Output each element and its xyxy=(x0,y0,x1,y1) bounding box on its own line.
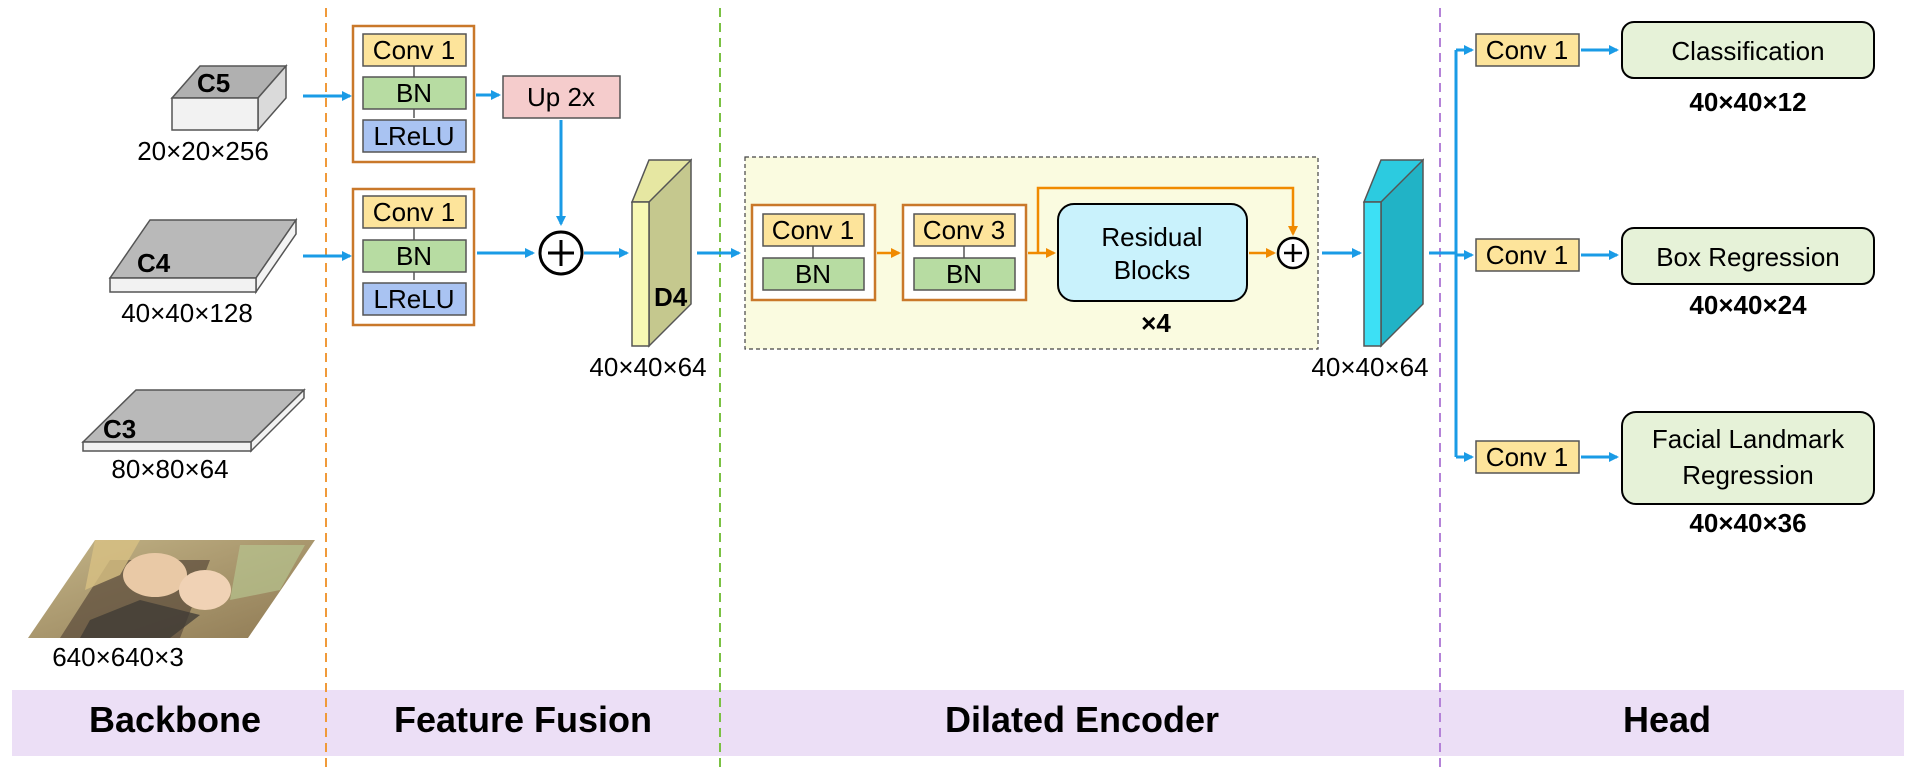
encoder-block-conv3: Conv 3 BN xyxy=(901,203,1028,302)
landmark-label-line1: Facial Landmark xyxy=(1652,424,1845,454)
residual-blocks-box xyxy=(1057,203,1248,302)
bn-box xyxy=(913,257,1016,291)
head-conv1-box-3 xyxy=(1475,440,1580,474)
head-conv1-label-2: Conv 1 xyxy=(1486,240,1568,270)
bn-box xyxy=(762,257,865,291)
landmark-regression-box xyxy=(1621,411,1875,505)
conv1-box xyxy=(362,33,467,67)
skip-connection xyxy=(1036,186,1298,253)
conv1-label: Conv 1 xyxy=(772,215,854,245)
conv3-box xyxy=(913,213,1016,247)
c4-label: C4 xyxy=(137,248,171,278)
section-label-feature-fusion: Feature Fusion xyxy=(394,699,652,740)
bn-box xyxy=(362,239,467,273)
residual-add-icon xyxy=(1276,236,1310,270)
box-regression-dims: 40×40×24 xyxy=(1689,290,1807,320)
residual-label-line2: Blocks xyxy=(1114,255,1191,285)
section-band xyxy=(12,690,1904,756)
section-label-head: Head xyxy=(1623,699,1711,740)
residual-label-line1: Residual xyxy=(1101,222,1202,252)
c3-label: C3 xyxy=(103,414,136,444)
encoder-block-conv1: Conv 1 BN xyxy=(750,203,877,302)
lrelu-label: LReLU xyxy=(374,284,455,314)
head-conv1-label-1: Conv 1 xyxy=(1486,35,1568,65)
input-photo xyxy=(28,540,315,638)
lrelu-box xyxy=(362,282,467,316)
d4-label: D4 xyxy=(654,282,688,312)
classification-label: Classification xyxy=(1671,36,1824,66)
bn-label: BN xyxy=(396,241,432,271)
landmark-dims: 40×40×36 xyxy=(1689,508,1806,538)
conv3-label: Conv 3 xyxy=(923,215,1005,245)
head-conv1-label-3: Conv 1 xyxy=(1486,442,1568,472)
upsample-box xyxy=(502,75,621,119)
conv1-label: Conv 1 xyxy=(373,35,455,65)
c5-feature-map: C5 xyxy=(170,64,288,132)
fusion-module-bottom: Conv 1 BN LReLU xyxy=(351,187,476,327)
head-conv1-box-1 xyxy=(1475,33,1580,67)
bn-box xyxy=(362,76,467,110)
classification-dims: 40×40×12 xyxy=(1689,87,1806,117)
box-regression-label: Box Regression xyxy=(1656,242,1840,272)
head-conv1-box-2 xyxy=(1475,238,1580,272)
encoder-output-dims: 40×40×64 xyxy=(1311,352,1428,382)
landmark-label-line2: Regression xyxy=(1682,460,1814,490)
encoder-output-feature-map xyxy=(1362,158,1425,348)
upsample-label: Up 2x xyxy=(527,82,595,112)
lrelu-label: LReLU xyxy=(374,121,455,151)
bn-label: BN xyxy=(946,259,982,289)
input-dims: 640×640×3 xyxy=(52,642,184,672)
d4-feature-map: D4 xyxy=(630,158,693,348)
c5-dims: 20×20×256 xyxy=(137,136,269,166)
c3-feature-map: C3 xyxy=(81,388,306,453)
conv1-box xyxy=(762,213,865,247)
conv1-box xyxy=(362,195,467,229)
fusion-module-top: Conv 1 BN LReLU xyxy=(351,24,476,164)
conv1-label: Conv 1 xyxy=(373,197,455,227)
d4-dims: 40×40×64 xyxy=(589,352,706,382)
elementwise-add-icon xyxy=(538,230,584,276)
c4-feature-map: C4 xyxy=(108,217,298,295)
box-regression-box xyxy=(1621,227,1875,285)
c5-label: C5 xyxy=(197,68,230,98)
section-label-backbone: Backbone xyxy=(89,699,261,740)
lrelu-box xyxy=(362,119,467,153)
c3-dims: 80×80×64 xyxy=(111,454,228,484)
section-label-dilated-encoder: Dilated Encoder xyxy=(945,699,1219,740)
c4-dims: 40×40×128 xyxy=(121,298,253,328)
bn-label: BN xyxy=(396,78,432,108)
classification-box xyxy=(1621,21,1875,79)
bn-label: BN xyxy=(795,259,831,289)
residual-repeat: ×4 xyxy=(1141,308,1171,338)
